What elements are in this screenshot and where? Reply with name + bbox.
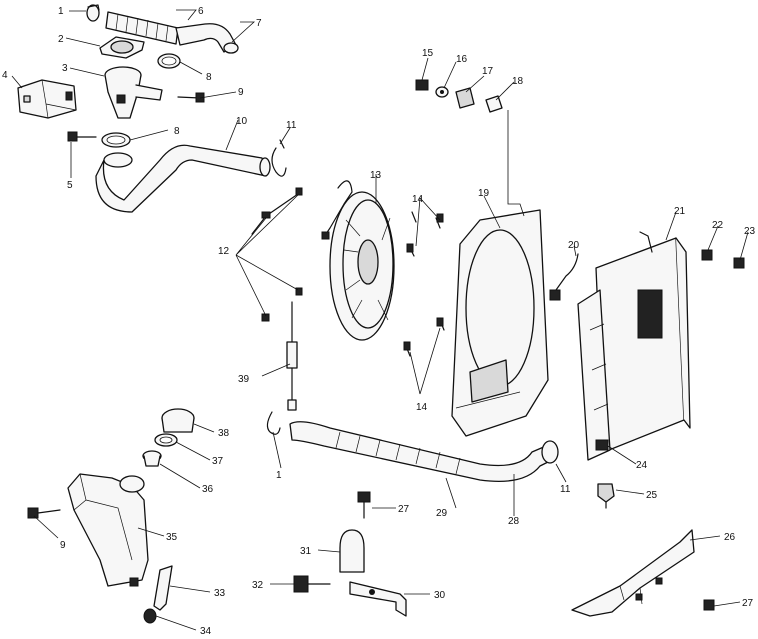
callout-18: 18 — [512, 76, 524, 87]
callout-23: 23 — [744, 226, 756, 237]
callout-19: 19 — [478, 188, 490, 199]
callout-24: 24 — [636, 460, 648, 471]
callout-1: 1 — [58, 6, 64, 17]
callout-26: 26 — [724, 532, 736, 543]
callout-33: 33 — [214, 588, 226, 599]
harness-part-12 — [251, 187, 303, 322]
nut-part-15 — [415, 79, 429, 91]
callout-28: 28 — [508, 516, 520, 527]
callout-38: 38 — [218, 428, 230, 439]
callout-7: 7 — [256, 18, 262, 29]
drain-plug-part-24 — [595, 439, 609, 451]
callout-37: 37 — [212, 456, 224, 467]
callout-17: 17 — [482, 66, 494, 77]
support-bracket-part-26 — [571, 529, 695, 617]
hose-clamp-part-1 — [86, 4, 100, 22]
radiator-cap-part-2 — [99, 36, 145, 59]
cooling-fan-part-13 — [321, 180, 395, 341]
seal-part-37 — [154, 433, 178, 447]
callout-31: 31 — [300, 546, 312, 557]
callout-9-upper: 9 — [238, 87, 244, 98]
bolt-part-5 — [67, 131, 97, 142]
callout-36: 36 — [202, 484, 214, 495]
callout-5: 5 — [67, 180, 73, 191]
callout-35: 35 — [166, 532, 178, 543]
callout-11-lower: 11 — [560, 484, 571, 495]
callout-22: 22 — [712, 220, 724, 231]
clamp-part-31 — [339, 529, 365, 573]
long-hose-part-29 — [289, 421, 553, 483]
leader-lines — [11, 9, 749, 631]
bolt-part-9-upper — [177, 92, 205, 103]
callout-6: 6 — [198, 6, 204, 17]
radiator-part-21 — [577, 231, 691, 461]
callout-30: 30 — [434, 590, 446, 601]
bolt-part-27-lower — [703, 599, 715, 611]
callout-21: 21 — [674, 206, 686, 217]
filler-neck-part-3 — [104, 66, 163, 119]
hose-clamp-part-11-upper — [271, 139, 287, 177]
callout-9-lower: 9 — [60, 540, 66, 551]
sensor-part-39 — [286, 301, 298, 411]
grommet-part-25 — [597, 483, 615, 509]
callout-8-lower: 8 — [174, 126, 180, 137]
nut-part-22 — [701, 249, 713, 261]
fan-shroud-part-19 — [451, 110, 549, 437]
bolt-part-9-lower — [27, 507, 61, 519]
callout-15: 15 — [422, 48, 434, 59]
callout-4: 4 — [2, 70, 8, 81]
callout-29: 29 — [436, 508, 448, 519]
callout-34: 34 — [200, 626, 212, 634]
bushing-part-17 — [455, 87, 475, 109]
bracket-part-30 — [349, 581, 407, 617]
clamp-part-34 — [143, 608, 157, 624]
hose-part-33 — [153, 565, 173, 611]
callout-3: 3 — [62, 63, 68, 74]
temp-sensor-part-20 — [549, 253, 579, 301]
upper-hose-part-6 — [105, 11, 179, 45]
callout-16: 16 — [456, 54, 468, 65]
callout-11-upper: 11 — [286, 120, 297, 131]
screws-part-14 — [403, 211, 445, 357]
hose-clamp-part-8-lower — [101, 132, 131, 148]
reservoir-part-35 — [67, 473, 149, 587]
callout-27-upper: 27 — [398, 504, 410, 515]
cap-part-38 — [161, 408, 195, 433]
callout-8-upper: 8 — [206, 72, 212, 83]
hose-clamp-part-11-lower — [541, 440, 559, 464]
callout-13: 13 — [370, 170, 382, 181]
bolt-part-27-upper — [357, 491, 371, 519]
bolt-part-32 — [293, 575, 331, 593]
callout-12: 12 — [218, 246, 230, 257]
spacer-part-18 — [485, 95, 503, 113]
bracket-part-4 — [17, 79, 77, 119]
fitting-part-36 — [142, 450, 162, 467]
hose-clamp-part-1-lower — [266, 411, 281, 435]
hose-clamp-part-8-upper — [157, 53, 181, 69]
hose-elbow-part-7 — [175, 23, 239, 54]
callout-2: 2 — [58, 34, 64, 45]
callout-32: 32 — [252, 580, 264, 591]
callout-1-lower: 1 — [276, 470, 282, 481]
callout-14-lower: 14 — [416, 402, 428, 413]
callout-27-lower: 27 — [742, 598, 754, 609]
callout-10: 10 — [236, 116, 248, 127]
callout-25: 25 — [646, 490, 658, 501]
callout-14-upper: 14 — [412, 194, 424, 205]
callout-labels: 1 2 3 4 5 6 7 8 8 9 10 11 12 13 14 14 15… — [2, 6, 756, 637]
callout-39: 39 — [238, 374, 250, 385]
callout-20: 20 — [568, 240, 580, 251]
washer-part-16 — [435, 86, 449, 98]
lower-hose-part-10 — [95, 144, 271, 213]
bolt-part-23 — [733, 257, 745, 269]
